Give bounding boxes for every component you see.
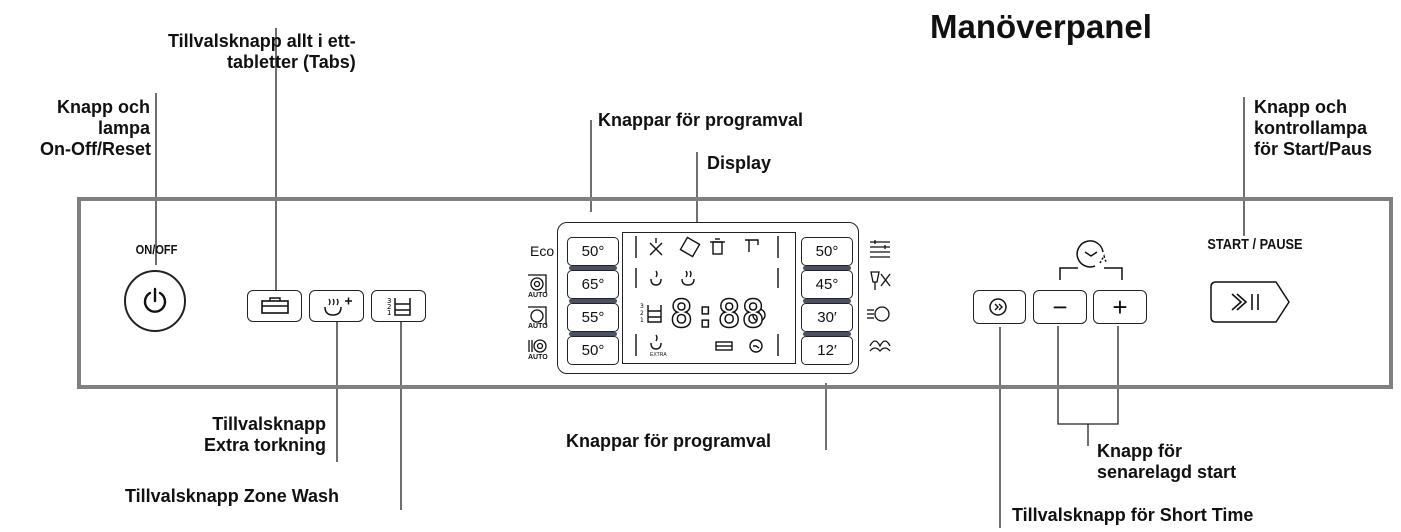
drying-indicator-icon <box>650 270 662 286</box>
start-pause-icon <box>1210 281 1290 323</box>
delay-indicator-icon <box>752 308 766 322</box>
label-display: Display <box>707 153 772 173</box>
program-button-right-1[interactable]: 50° <box>801 237 853 266</box>
auto-label-2: AUTO <box>528 323 548 330</box>
time-display: 8:88 <box>669 292 766 336</box>
short-time-icon <box>988 298 1007 316</box>
separator-left-1 <box>569 266 617 270</box>
tablet-icon <box>260 297 289 314</box>
auto-label-1: AUTO <box>528 292 548 299</box>
start-pause-text: START / PAUSE <box>1207 236 1303 253</box>
tap-icon <box>745 239 759 252</box>
tablet-indicator-icon <box>715 341 733 351</box>
bracket-right <box>1104 267 1123 280</box>
label-short-time: Tillvalsknapp för Short Time <box>1012 505 1254 525</box>
intensive-program-icon <box>870 240 890 258</box>
quick-program-icon <box>867 306 890 322</box>
zone-indicator-icon <box>647 305 662 323</box>
eco-label: Eco <box>530 243 555 259</box>
delay-clock-icon <box>1076 240 1107 268</box>
program-module <box>557 222 859 374</box>
label-onoff: Knapp och lampa On-Off/Reset <box>40 97 152 159</box>
delay-minus-button[interactable]: − <box>1033 290 1087 324</box>
short-time-indicator-icon <box>749 339 763 353</box>
tabs-button[interactable] <box>247 290 302 322</box>
delay-plus-button[interactable]: + <box>1093 290 1147 324</box>
label-tabs: Tillvalsknapp allt i ett- tabletter (Tab… <box>168 31 356 72</box>
svg-text:1: 1 <box>640 317 644 324</box>
extra-icon <box>650 334 662 350</box>
zone-wash-button[interactable]: 3 2 1 <box>371 290 426 322</box>
separator-left-2 <box>569 299 617 303</box>
auto-program-1-icon <box>528 274 547 293</box>
control-panel <box>77 197 1393 389</box>
svg-text:1: 1 <box>387 309 391 317</box>
label-extra-dry: Tillvalsknapp Extra torkning <box>203 414 326 455</box>
separator-right-1 <box>803 266 851 270</box>
program-button-left-4[interactable]: 50° <box>567 336 619 365</box>
rinse-aid-icon <box>679 236 701 258</box>
separator-right-2 <box>803 299 851 303</box>
separator-right-3 <box>803 332 851 336</box>
extra-text: EXTRA <box>650 352 667 358</box>
program-button-left-2[interactable]: 65° <box>567 270 619 299</box>
auto-program-3-icon <box>528 339 547 353</box>
glass-program-icon <box>870 271 891 290</box>
zone-digits: 3 2 1 <box>640 302 648 326</box>
bin-icon <box>710 238 725 255</box>
label-program-bottom: Knappar för programval <box>566 431 772 451</box>
label-delay-start: Knapp för senarelagd start <box>1097 441 1237 482</box>
short-time-button[interactable] <box>973 290 1026 324</box>
label-start-pause: Knapp och kontrollampa för Start/Paus <box>1254 97 1373 159</box>
program-button-right-4[interactable]: 12′ <box>801 336 853 365</box>
onoff-text: ON/OFF <box>135 242 178 257</box>
svg-text:2: 2 <box>387 303 391 311</box>
power-icon <box>143 287 167 313</box>
program-button-right-2[interactable]: 45° <box>801 270 853 299</box>
rinse-program-icon <box>869 340 891 353</box>
svg-text:3: 3 <box>640 303 644 310</box>
svg-text:2: 2 <box>640 310 644 317</box>
onoff-button[interactable] <box>124 270 186 332</box>
label-zone-wash: Tillvalsknapp Zone Wash <box>125 486 340 506</box>
svg-text:3: 3 <box>387 297 391 305</box>
extra-dry-icon <box>323 297 352 316</box>
separator-left-3 <box>569 332 617 336</box>
auto-program-2-icon <box>528 306 547 325</box>
extra-dry-button[interactable] <box>309 290 364 322</box>
page-title: Manöverpanel <box>930 8 1152 45</box>
program-button-left-1[interactable]: 50° <box>567 237 619 266</box>
display-screen <box>622 232 796 364</box>
program-button-right-3[interactable]: 30′ <box>801 303 853 332</box>
start-pause-button[interactable] <box>1210 281 1290 323</box>
extra-dry-indicator-icon <box>681 270 695 286</box>
bracket-left <box>1059 267 1078 280</box>
auto-label-3: AUTO <box>528 354 548 361</box>
label-program-top: Knappar för programval <box>598 110 804 130</box>
program-button-left-3[interactable]: 55° <box>567 303 619 332</box>
zone-wash-icon: 3 2 1 <box>387 297 411 317</box>
no-salt-icon <box>649 238 663 256</box>
